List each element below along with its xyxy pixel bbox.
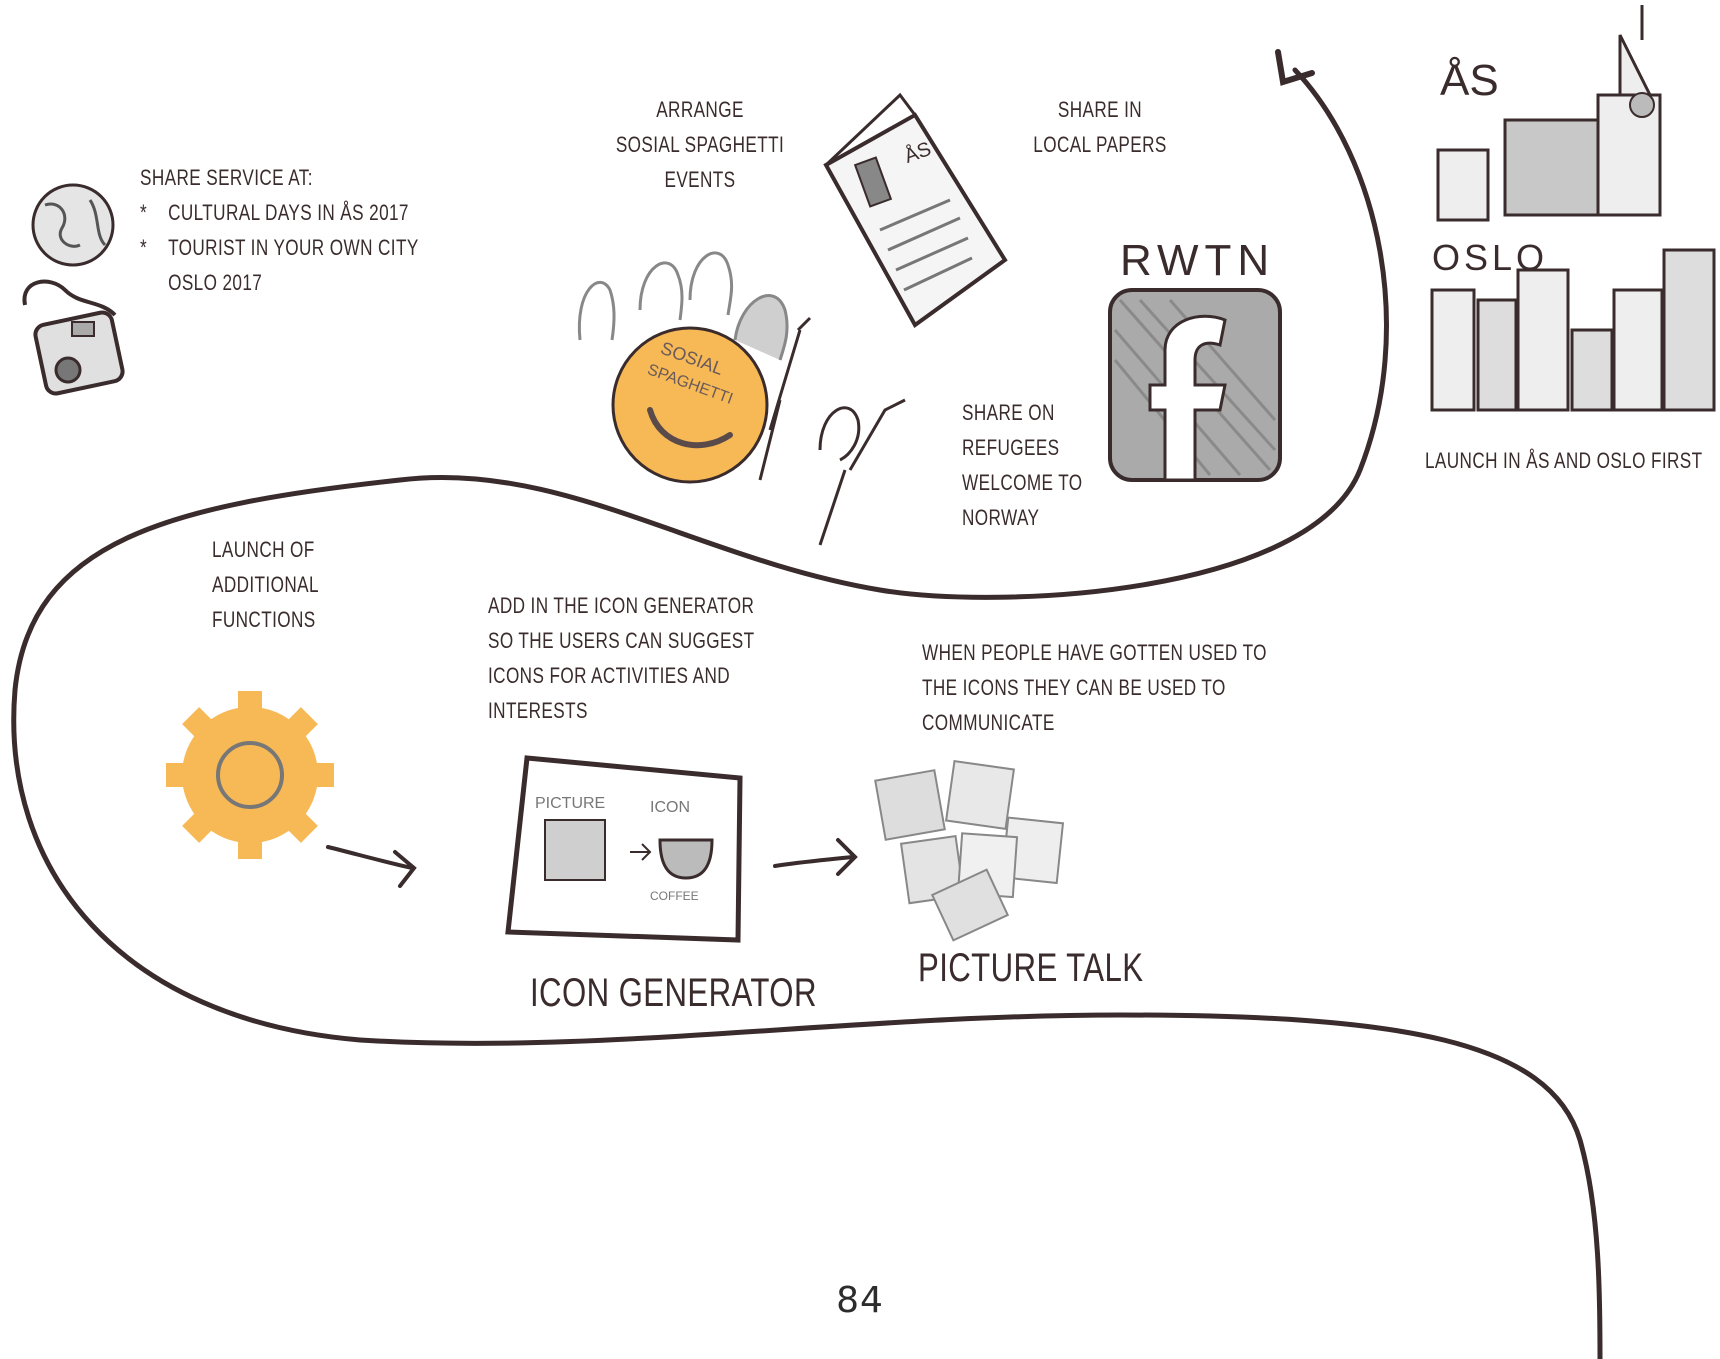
- path-arrowhead: [1278, 52, 1312, 82]
- page-number: 84: [0, 1280, 1720, 1321]
- share-service-title: SHARE SERVICE AT:: [140, 160, 419, 195]
- note-line: SHARE ON: [962, 395, 1083, 430]
- icon-generator-note: ADD IN THE ICON GENERATOR SO THE USERS C…: [488, 588, 754, 728]
- note-line: THE ICONS THEY CAN BE USED TO: [922, 670, 1267, 705]
- note-line: WELCOME TO: [962, 465, 1083, 500]
- launch-additional-note: LAUNCH OF ADDITIONAL FUNCTIONS: [212, 532, 319, 637]
- note-line: ARRANGE: [587, 92, 813, 127]
- note-line: EVENTS: [587, 162, 813, 197]
- note-line: ADDITIONAL: [212, 567, 319, 602]
- share-service-item: TOURIST IN YOUR OWN CITY: [140, 230, 419, 265]
- launch-first-note: LAUNCH IN ÅS AND OSLO FIRST: [1425, 443, 1703, 478]
- note-line: REFUGEES: [962, 430, 1083, 465]
- arrange-events-note: ARRANGE SOSIAL SPAGHETTI EVENTS: [587, 92, 813, 197]
- picture-talk-label: PICTURE TALK: [918, 945, 1143, 991]
- note-line: COMMUNICATE: [922, 705, 1267, 740]
- note-line: INTERESTS: [488, 693, 754, 728]
- share-service-item: OSLO 2017: [140, 265, 419, 300]
- note-line: NORWAY: [962, 500, 1083, 535]
- note-line: WHEN PEOPLE HAVE GOTTEN USED TO: [922, 635, 1267, 670]
- note-line: ADD IN THE ICON GENERATOR: [488, 588, 754, 623]
- note-line: SOSIAL SPAGHETTI: [587, 127, 813, 162]
- icon-generator-label: ICON GENERATOR: [530, 970, 817, 1016]
- arrow-generator-to-picture: [775, 840, 855, 874]
- picture-talk-note: WHEN PEOPLE HAVE GOTTEN USED TO THE ICON…: [922, 635, 1267, 740]
- note-line: SHARE IN: [1030, 92, 1170, 127]
- note-line: SO THE USERS CAN SUGGEST: [488, 623, 754, 658]
- note-line: LAUNCH OF: [212, 532, 319, 567]
- note-line: FUNCTIONS: [212, 602, 319, 637]
- share-local-papers-note: SHARE IN LOCAL PAPERS: [1030, 92, 1170, 162]
- note-line: LOCAL PAPERS: [1030, 127, 1170, 162]
- share-refugees-note: SHARE ON REFUGEES WELCOME TO NORWAY: [962, 395, 1083, 535]
- share-service-note: SHARE SERVICE AT: CULTURAL DAYS IN ÅS 20…: [140, 160, 419, 300]
- note-line: ICONS FOR ACTIVITIES AND: [488, 658, 754, 693]
- share-service-item: CULTURAL DAYS IN ÅS 2017: [140, 195, 419, 230]
- arrow-gear-to-generator: [328, 847, 414, 886]
